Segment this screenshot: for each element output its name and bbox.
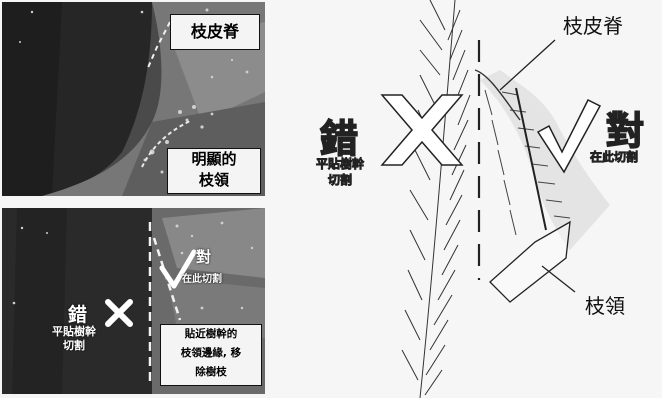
- sketch-wrong-char: 錯: [319, 115, 359, 162]
- collar-box: [489, 220, 571, 303]
- photo-branch-collar: 枝皮脊 明顯的 枝領: [2, 2, 265, 196]
- sketch-wrong-note-line1: 平貼樹幹: [315, 157, 365, 172]
- sketch-drawing: [380, 0, 610, 399]
- label-wrong-note-line2: 切割: [63, 339, 85, 352]
- instructions-line3: 除樹枝: [195, 366, 227, 378]
- sketch-label-collar: 枝領: [585, 294, 625, 318]
- sketch-wrong-note-line2: 切割: [327, 173, 353, 188]
- label-wrong-note: 平貼樹幹 切割: [52, 325, 96, 353]
- label-correct: 對: [196, 248, 212, 266]
- trunk-hatching: [401, 0, 471, 399]
- label-branch-bark-ridge: 枝皮脊: [170, 14, 260, 50]
- label-correct-note: 在此切割: [182, 274, 222, 285]
- ridge-pointer-line: [499, 39, 556, 91]
- sketch-label-ridge: 枝皮脊: [563, 14, 623, 38]
- label-collar-line1: 明顯的: [191, 150, 237, 168]
- sketch-wrong-note: 平貼樹幹 切割: [304, 156, 376, 188]
- correct-check-mark: [536, 98, 602, 174]
- sketch-right-char: 對: [605, 107, 645, 154]
- wrong-x-mark: [380, 94, 464, 166]
- instructions-line1: 貼近樹幹的: [184, 328, 238, 340]
- photo-cutting-position: 對 在此切割 錯 平貼樹幹 切割 貼近樹幹的 枝領邊緣, 移 除樹枝: [2, 208, 265, 394]
- sketch-illustration: 枝皮脊 枝領 錯 平貼樹幹 切割 對 在此切割: [270, 0, 662, 399]
- label-instructions-box: 貼近樹幹的 枝領邊緣, 移 除樹枝: [160, 324, 262, 386]
- label-branch-collar-box: 明顯的 枝領: [167, 148, 261, 194]
- label-wrong: 錯: [68, 304, 88, 326]
- label-collar-line2: 枝領: [198, 171, 229, 189]
- label-wrong-note-line1: 平貼樹幹: [52, 325, 96, 338]
- instructions-line2: 枝領邊緣, 移: [180, 347, 242, 359]
- photo-bottom-texture: [2, 208, 265, 394]
- branch-hatching: [484, 89, 571, 236]
- collar-pointer-line: [541, 265, 576, 293]
- sketch-right-note: 在此切割: [590, 150, 639, 165]
- correct-cut-line: [515, 87, 547, 231]
